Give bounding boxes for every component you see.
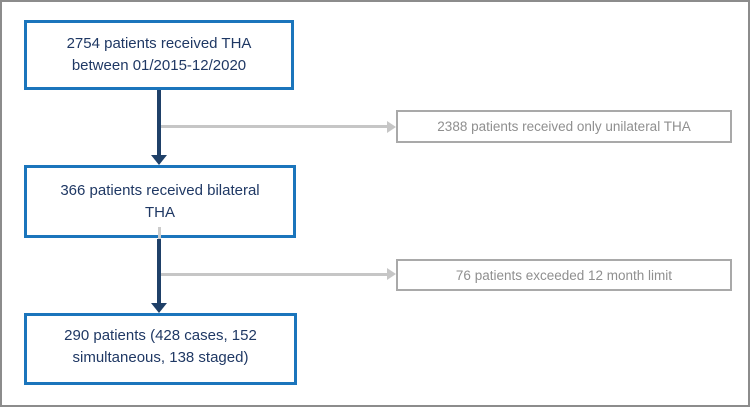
flow-box-final-cohort: 290 patients (428 cases, 152 simultaneou… (24, 313, 297, 385)
flow-box-text-line: between 01/2015-12/2020 (71, 57, 247, 74)
exclusion-connector-line-1 (161, 125, 388, 128)
flow-box-text-line: simultaneous, 138 staged) (72, 348, 249, 366)
right-arrowhead-icon (387, 268, 396, 280)
down-arrowhead-icon (151, 303, 167, 313)
exclusion-box-text: 2388 patients received only unilateral T… (437, 119, 691, 134)
exclusion-box-exceeded-limit: 76 patients exceeded 12 month limit (396, 259, 732, 291)
down-arrow-line-2 (157, 239, 161, 304)
flow-box-text-line: 290 patients (428 cases, 152 (64, 327, 257, 344)
down-arrowhead-icon (151, 155, 167, 165)
flow-box-text-line: THA (145, 203, 175, 221)
right-arrowhead-icon (387, 121, 396, 133)
exclusion-box-text: 76 patients exceeded 12 month limit (455, 267, 673, 283)
flow-box-text-line: 366 patients received bilateral (60, 181, 260, 199)
flow-box-text-line: 2754 patients received THA (66, 35, 252, 53)
exclusion-box-unilateral: 2388 patients received only unilateral T… (396, 110, 732, 143)
down-arrow-line-1 (157, 90, 161, 156)
flow-box-total-tha: 2754 patients received THA between 01/20… (24, 20, 294, 90)
exclusion-connector-line-2 (161, 273, 388, 276)
connector-stub (158, 227, 161, 240)
flow-box-bilateral-tha: 366 patients received bilateral THA (24, 165, 296, 238)
